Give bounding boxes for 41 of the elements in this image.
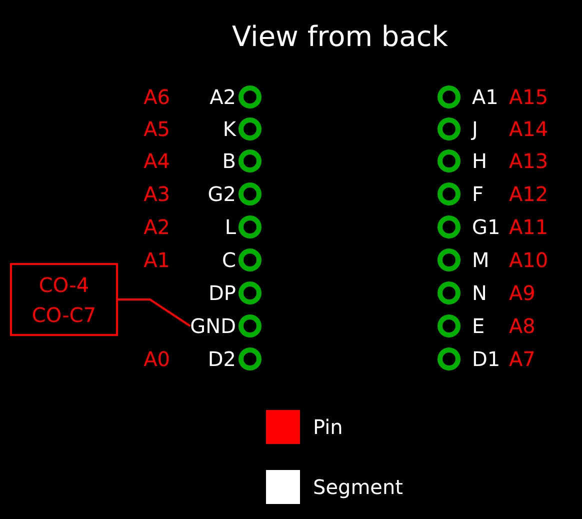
pin-range: CO-C7 — [32, 302, 96, 328]
segment-name: M — [472, 248, 490, 272]
segment-name: C — [222, 248, 236, 272]
pin-number: A12 — [509, 182, 548, 206]
pin-number: A11 — [509, 215, 548, 239]
segment-name: G1 — [472, 215, 500, 239]
pin-number: A15 — [509, 85, 548, 109]
title: View from back — [232, 20, 448, 54]
pin-number: A3 — [144, 182, 170, 206]
segment-name: A1 — [472, 85, 498, 109]
pin-number: A0 — [144, 347, 170, 371]
segment-name: A2 — [210, 85, 236, 109]
leader-line — [118, 298, 191, 327]
pin-number: A13 — [509, 149, 548, 173]
pin-number: A2 — [144, 215, 170, 239]
pin-number: A7 — [509, 347, 536, 371]
segment-name: H — [472, 149, 488, 173]
segment-name: G2 — [208, 182, 236, 206]
pin-number: A9 — [509, 281, 536, 305]
segment-name: E — [472, 314, 485, 338]
segment-name: F — [472, 182, 484, 206]
pin-number: A10 — [509, 248, 548, 272]
segment-name: B — [222, 149, 236, 173]
legend-label: Pin — [313, 415, 343, 439]
pin-number: A8 — [509, 314, 536, 338]
segment-name: L — [224, 215, 236, 239]
pin-number: A14 — [509, 117, 548, 141]
legend-label: Segment — [313, 475, 403, 499]
segment-name: DP — [208, 281, 236, 305]
pin-number: A1 — [144, 248, 170, 272]
pin-range: CO-4 — [38, 272, 90, 298]
segment-name: GND — [190, 314, 236, 338]
pin-number: A6 — [144, 85, 170, 109]
pin-number: A5 — [144, 117, 170, 141]
segment-name: D1 — [472, 347, 500, 371]
segment-name: K — [222, 117, 236, 141]
segment-name: D2 — [208, 347, 236, 371]
segment-name: J — [472, 117, 478, 141]
note-box — [10, 263, 118, 336]
segment-name: N — [472, 281, 487, 305]
pin-number: A4 — [144, 149, 170, 173]
